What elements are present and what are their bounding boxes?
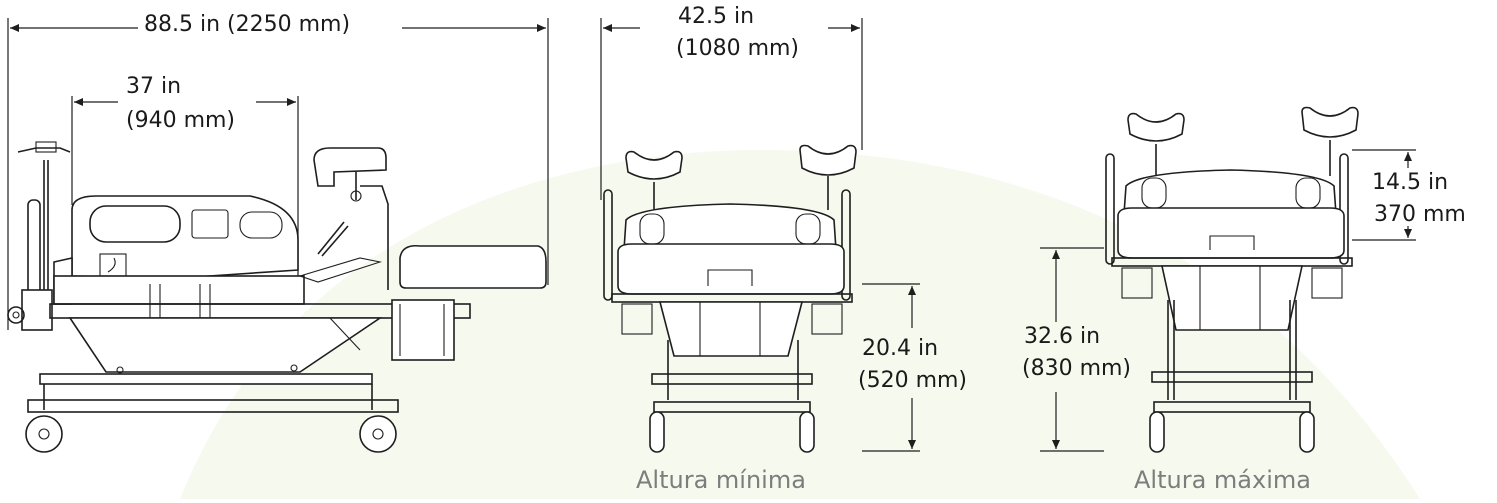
- min-height-caption: Altura mínima: [636, 466, 806, 494]
- min-height-mm-label: (520 mm): [858, 368, 968, 393]
- background-arc: [180, 150, 1420, 499]
- max-height-inch-label: 32.6 in: [1024, 324, 1101, 349]
- max-height-mm-label: (830 mm): [1022, 356, 1132, 381]
- side-view-bed: [7, 18, 549, 453]
- width-mm-label: (1080 mm): [676, 36, 800, 61]
- front-view-min-height: [600, 18, 920, 453]
- stirrup-inch-label: 14.5 in: [1372, 170, 1449, 195]
- overall-length-label: 88.5 in (2250 mm): [144, 12, 351, 37]
- width-inch-label: 42.5 in: [678, 4, 755, 29]
- min-height-inch-label: 20.4 in: [862, 336, 939, 361]
- seat-length-inch-label: 37 in: [126, 74, 182, 99]
- front-view-max-height: [1040, 106, 1416, 453]
- max-height-caption: Altura máxima: [1134, 466, 1311, 494]
- seat-length-mm-label: (940 mm): [126, 108, 236, 133]
- stirrup-mm-label: 370 mm: [1374, 202, 1466, 227]
